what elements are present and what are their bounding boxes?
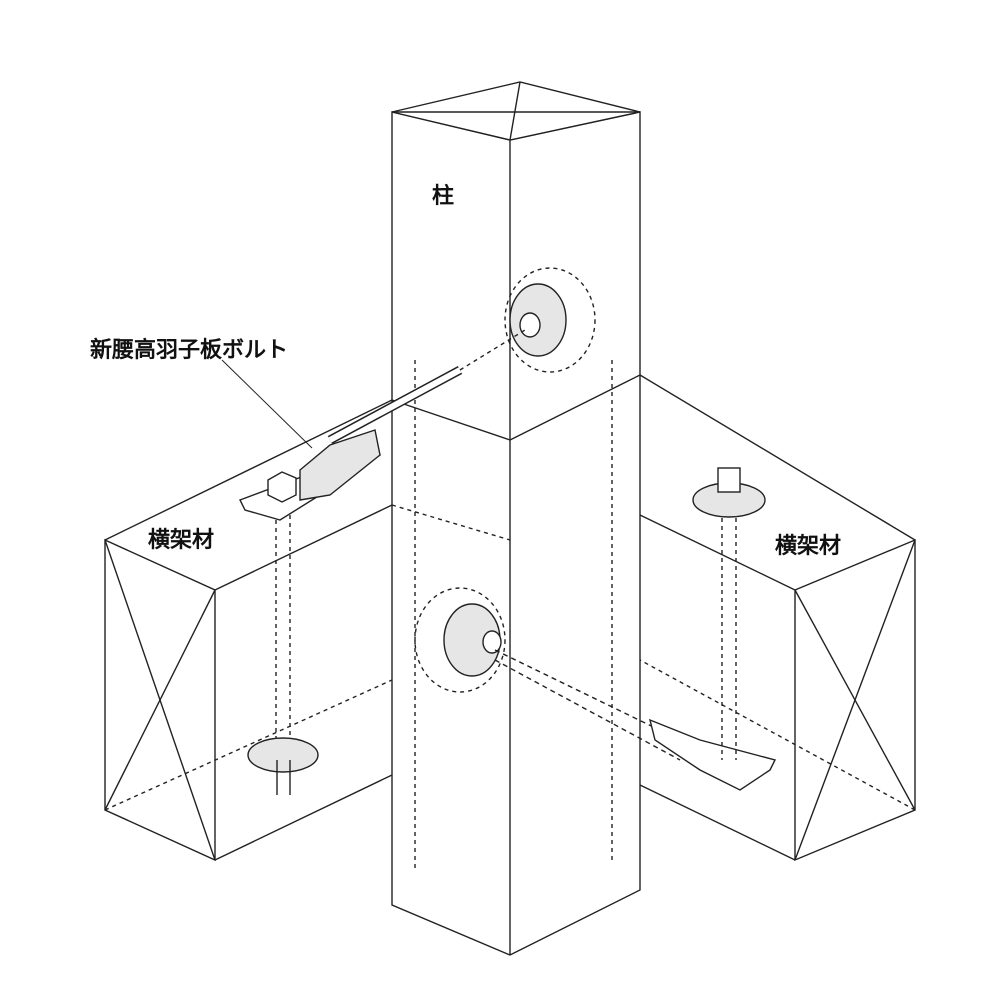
right-beam-label: 横架材 xyxy=(775,534,842,559)
leader-line xyxy=(221,359,313,449)
bolt-label: 新腰高羽子板ボルト xyxy=(90,338,289,363)
left-beam xyxy=(104,399,641,862)
column xyxy=(391,81,641,956)
right-beam xyxy=(391,374,916,862)
left-beam-label: 横架材 xyxy=(148,528,215,553)
upper-bolt xyxy=(239,267,596,795)
lower-bolt xyxy=(414,467,777,791)
column-label: 柱 xyxy=(432,184,455,209)
